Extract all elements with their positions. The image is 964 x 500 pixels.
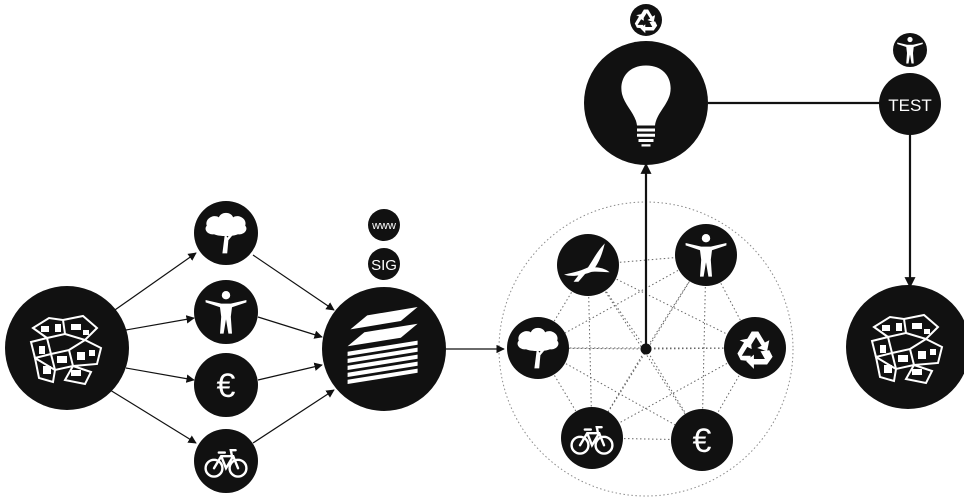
flow-arrows [109,252,505,444]
arrow-mobility-to-layers [252,389,335,444]
sig-badge: SIG [368,248,400,280]
www-label: www [371,220,396,232]
economy-node: € [194,353,258,417]
people-node [194,280,258,344]
tree-network-node [507,317,569,379]
euro-icon: € [693,422,712,460]
city-map-input-node [5,286,129,410]
recycle-badge [630,4,662,36]
person-badge [893,33,927,67]
sig-label: SIG [371,257,397,274]
arrow-map-to-mobility [109,389,197,444]
arrow-map-to-people [125,315,195,331]
test-label: TEST [888,96,931,115]
www-badge: www [368,209,400,241]
nature-node [194,201,258,265]
mobility-node [194,429,258,493]
arrow-map-to-economy [125,367,195,383]
arrow-map-to-nature [111,252,197,313]
euro-icon: € [217,367,236,405]
city-map-output-node [846,285,964,409]
recycle-node [724,317,786,379]
bicycle-network-node [561,407,623,469]
people-network-node [675,224,737,286]
idea-node [584,41,708,165]
arrow-people-to-layers [257,316,323,339]
arrow-economy-to-layers [257,362,323,381]
data-layers-node [322,287,446,411]
bird-node [557,234,619,296]
arrow-nature-to-layers [252,254,335,311]
euro-network-node: € [671,409,733,471]
network-hub [640,343,652,355]
test-node: TEST [879,73,941,135]
